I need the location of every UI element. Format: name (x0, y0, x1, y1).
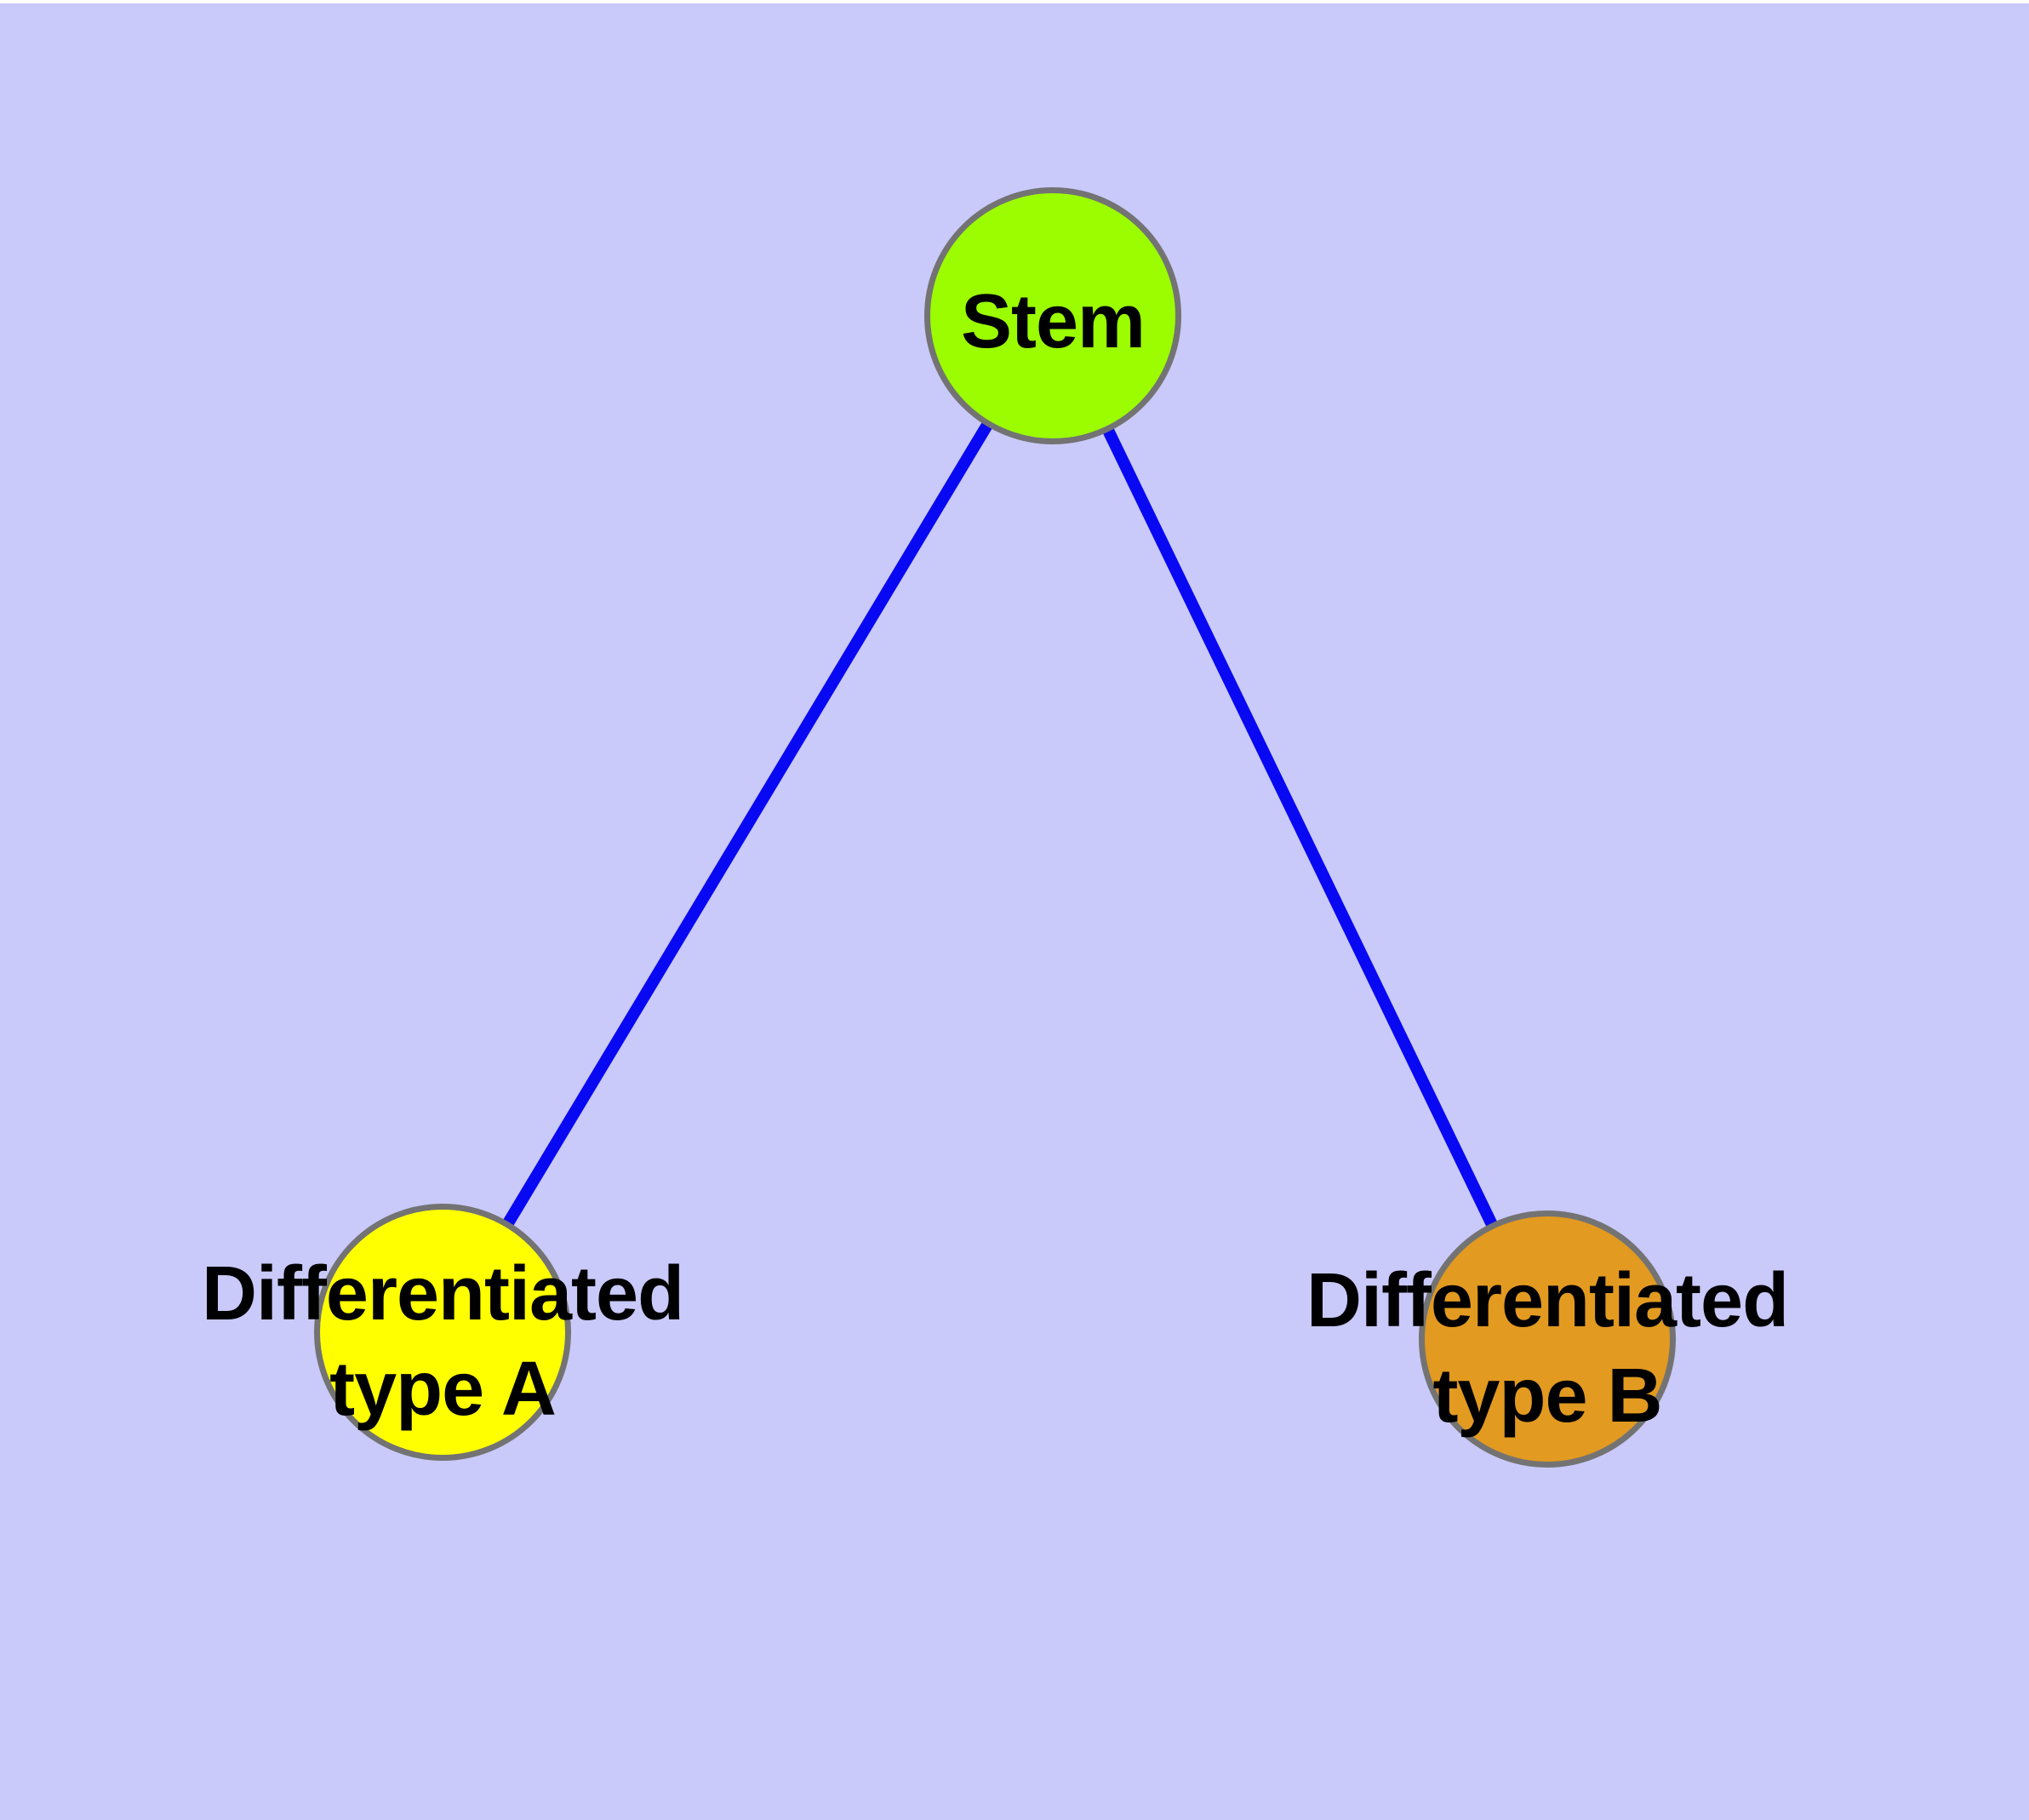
diagram-canvas: Stem Differentiated type A Differentiate… (0, 3, 2029, 1820)
node-stem (924, 187, 1181, 444)
edge-stem-to-type-a (437, 312, 1059, 1336)
node-differentiated-type-a (314, 1204, 571, 1461)
node-label-differentiated-type-a: Differentiated type A (201, 1251, 684, 1432)
node-label-differentiated-type-b: Differentiated type B (1306, 1258, 1789, 1439)
node-label-stem: Stem (960, 279, 1146, 364)
node-differentiated-type-b (1419, 1210, 1676, 1468)
edge-stem-to-type-b (1047, 312, 1553, 1342)
